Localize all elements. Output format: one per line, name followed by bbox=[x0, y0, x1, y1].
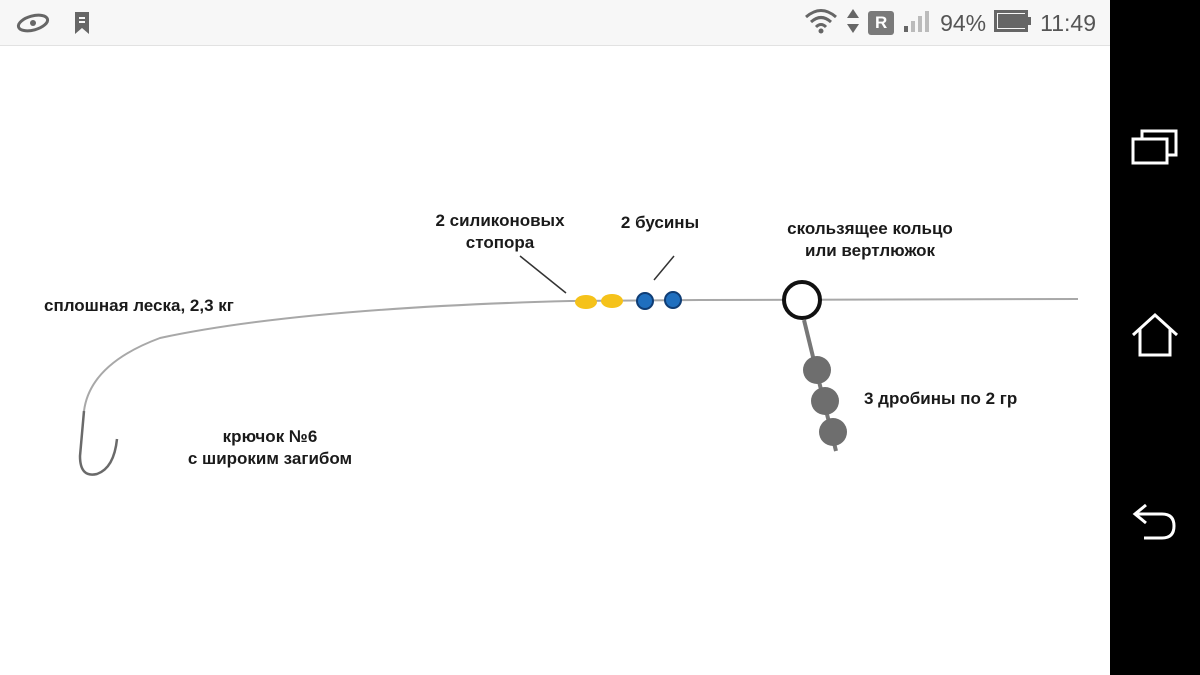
hook-label-line2: с широким загибом bbox=[187, 449, 353, 468]
battery-percent: 94% bbox=[940, 9, 987, 36]
recent-apps-button[interactable] bbox=[1130, 124, 1180, 174]
home-button[interactable] bbox=[1130, 312, 1180, 362]
data-arrows-icon bbox=[846, 7, 860, 40]
home-icon bbox=[1130, 312, 1180, 363]
stoppers-label-line2: стопора bbox=[465, 233, 535, 252]
beads-label: 2 бусины bbox=[620, 213, 700, 232]
wifi-icon bbox=[804, 8, 838, 39]
recent-apps-icon bbox=[1130, 127, 1180, 172]
bookmark-app-icon bbox=[70, 9, 96, 42]
back-button[interactable] bbox=[1130, 498, 1180, 548]
navigation-bar bbox=[1110, 0, 1200, 675]
sliding-ring bbox=[782, 280, 822, 320]
back-icon bbox=[1130, 499, 1180, 548]
status-bar: R 94% 11:49 bbox=[0, 0, 1110, 46]
stoppers-label-line1: 2 силиконовых bbox=[435, 211, 565, 230]
stoppers-label: 2 силиконовых стопора bbox=[420, 210, 580, 254]
roaming-badge: R bbox=[868, 11, 895, 35]
silicone-stopper bbox=[575, 295, 597, 309]
bead bbox=[664, 291, 682, 309]
line-label: сплошная леска, 2,3 кг bbox=[44, 296, 234, 315]
hook-label: крючок №6 с широким загибом bbox=[150, 426, 390, 470]
signal-icon bbox=[902, 8, 932, 39]
split-shot bbox=[819, 418, 847, 446]
hook-label-line1: крючок №6 bbox=[222, 427, 318, 446]
ring-label: скользящее кольцо или вертлюжок bbox=[760, 218, 980, 262]
split-shot bbox=[811, 387, 839, 415]
fishing-rig-diagram: сплошная леска, 2,3 кг 2 силиконовых сто… bbox=[0, 46, 1110, 675]
eye-brand-icon bbox=[16, 10, 50, 41]
hook-shape bbox=[78, 410, 119, 476]
pointer-beads bbox=[653, 255, 675, 281]
battery-icon bbox=[994, 8, 1032, 39]
clock: 11:49 bbox=[1040, 9, 1096, 36]
fishing-line bbox=[83, 298, 1079, 412]
pointer-stoppers bbox=[519, 255, 567, 294]
ring-label-line2: или вертлюжок bbox=[805, 241, 935, 260]
shot-label: 3 дробины по 2 гр bbox=[864, 389, 1018, 408]
ring-label-line1: скользящее кольцо bbox=[787, 219, 953, 238]
split-shot bbox=[803, 356, 831, 384]
bead bbox=[636, 292, 654, 310]
silicone-stopper bbox=[601, 294, 623, 308]
